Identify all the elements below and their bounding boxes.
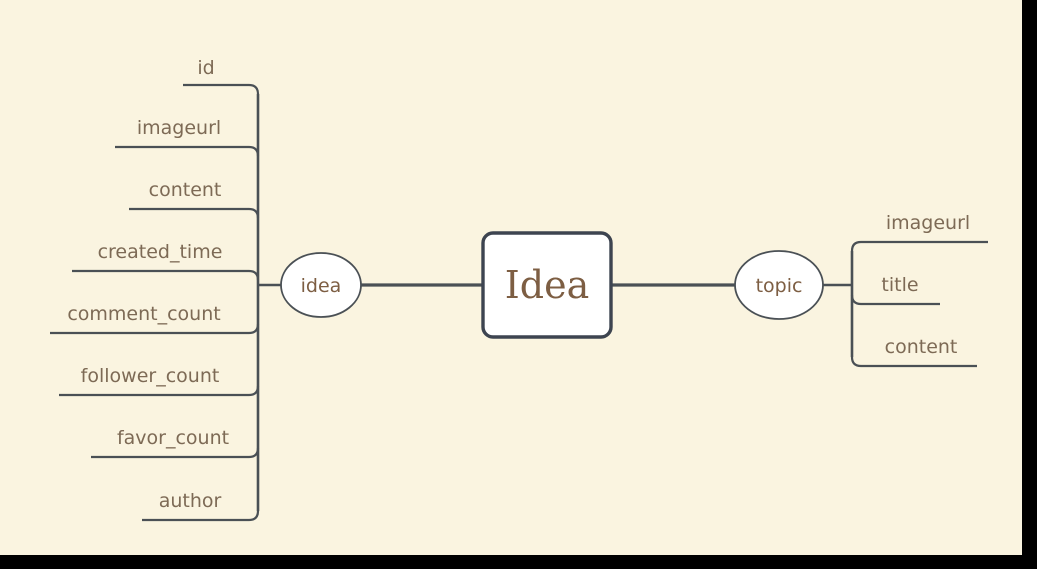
leaf-label-idea-favor_count[interactable]: favor_count bbox=[117, 427, 229, 449]
leaf-label-idea-imageurl[interactable]: imageurl bbox=[137, 117, 221, 139]
label-texts: Idea idea topic id imageurl content created_ti… bbox=[67, 57, 970, 512]
leaf-label-idea-content[interactable]: content bbox=[149, 179, 222, 201]
leaf-label-topic-content[interactable]: content bbox=[885, 336, 958, 358]
right-branch-connectors bbox=[823, 240, 988, 368]
node-shapes bbox=[280, 231, 824, 339]
branch-connector-id bbox=[183, 83, 260, 95]
leaf-label-topic-imageurl[interactable]: imageurl bbox=[886, 212, 970, 234]
leaf-label-topic-title[interactable]: title bbox=[881, 274, 918, 296]
leaf-label-idea-comment_count[interactable]: comment_count bbox=[67, 303, 220, 325]
mind-map-svg: Idea idea topic id imageurl content created_ti… bbox=[50, 57, 988, 522]
branch-connector-favor_count bbox=[91, 447, 260, 459]
root-node-idea[interactable] bbox=[481, 231, 613, 339]
branch-connector-content bbox=[129, 207, 260, 219]
diagram-paper: Idea idea topic id imageurl content created_ti… bbox=[0, 0, 1022, 555]
branch-connector-comment_count bbox=[50, 323, 260, 335]
branch-connector-follower_count bbox=[59, 385, 260, 397]
leaf-label-idea-follower_count[interactable]: follower_count bbox=[81, 365, 220, 387]
branch-connector-imageurl bbox=[115, 145, 260, 157]
left-branch-connectors bbox=[50, 83, 281, 522]
branch-node-idea[interactable] bbox=[280, 252, 362, 318]
branch-connector-title bbox=[850, 294, 940, 306]
branch-node-label-topic: topic bbox=[756, 275, 803, 297]
branch-node-label-idea: idea bbox=[301, 275, 342, 297]
branch-connector-imageurl bbox=[850, 240, 988, 252]
branch-connector-content bbox=[850, 356, 977, 368]
leaf-label-idea-id[interactable]: id bbox=[197, 57, 214, 79]
branch-node-topic[interactable] bbox=[734, 250, 824, 320]
branch-connector-created_time bbox=[72, 269, 260, 281]
leaf-label-idea-author[interactable]: author bbox=[159, 490, 222, 512]
root-node-label: Idea bbox=[505, 263, 589, 307]
leaf-label-idea-created_time[interactable]: created_time bbox=[98, 241, 223, 263]
branch-connector-author bbox=[142, 510, 260, 522]
